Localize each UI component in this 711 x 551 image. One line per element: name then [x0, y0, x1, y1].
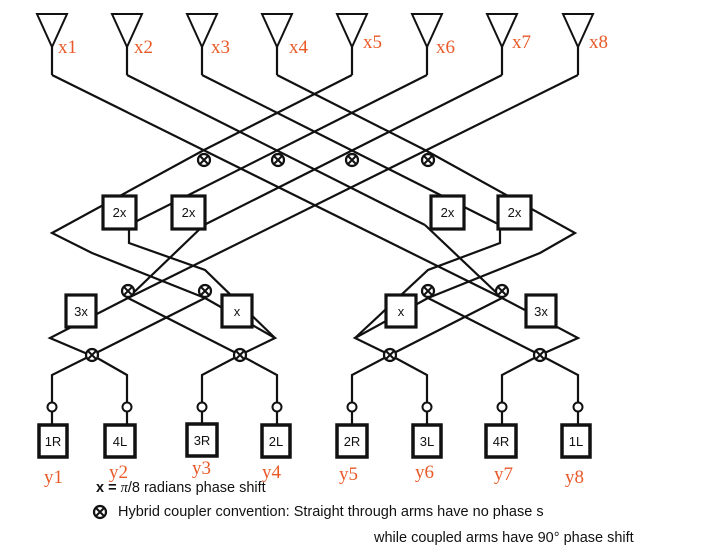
- phase-shifter-box: 2x: [429, 194, 466, 231]
- port-terminal-icon: [196, 401, 208, 413]
- hybrid-coupler-icon: [232, 347, 248, 363]
- legend-phase-suffix: /8 radians phase shift: [127, 480, 266, 496]
- antenna-icon: [35, 13, 69, 50]
- phase-shifter-label: 2x: [441, 205, 455, 220]
- coupled-arms-text: while coupled arms have 90° phase shift: [374, 530, 634, 546]
- legend-phase-symbol: π: [120, 480, 128, 496]
- hybrid-coupler-icon: [344, 152, 360, 168]
- beam-port-label: 1R: [45, 434, 62, 449]
- beam-port-box: 2R: [335, 423, 369, 459]
- beam-port-label: 4R: [493, 434, 510, 449]
- port-terminal-icon: [421, 401, 433, 413]
- beam-port-box: 1R: [37, 423, 69, 459]
- port-terminals: [46, 401, 584, 413]
- hybrid-coupler-icon: [420, 152, 436, 168]
- phase-shifter-label: x: [398, 304, 405, 319]
- phase-shifter-label: 2x: [113, 205, 127, 220]
- beam-port-label: 3L: [420, 434, 434, 449]
- port-terminal-icon: [271, 401, 283, 413]
- antenna-icon: [110, 13, 144, 50]
- output-label: y5: [339, 464, 358, 485]
- antennas: [35, 13, 595, 50]
- antenna-label: x8: [589, 32, 608, 53]
- antenna-label: x3: [211, 37, 230, 58]
- antenna-label: x7: [512, 32, 531, 53]
- phase-shifter-box: 2x: [496, 194, 533, 231]
- beam-port-label: 3R: [194, 433, 211, 448]
- output-label: y6: [415, 462, 434, 483]
- hybrid-couplers: [84, 152, 548, 363]
- phase-shifter-box: 2x: [101, 194, 138, 231]
- beam-port-label: 2R: [344, 434, 361, 449]
- output-label: y4: [262, 462, 282, 483]
- beam-port-box: 1L: [560, 423, 592, 459]
- antenna-labels: x1 x2 x3 x4 x5 x6 x7 x8: [58, 32, 608, 58]
- hybrid-coupler-legend-icon: [92, 504, 108, 520]
- antenna-icon: [410, 13, 444, 50]
- output-label: y8: [565, 467, 584, 488]
- phase-shifter-box: 3x: [64, 293, 98, 329]
- antenna-icon: [485, 13, 519, 50]
- hybrid-coupler-icon: [382, 347, 398, 363]
- hybrid-coupler-icon: [420, 283, 436, 299]
- output-label: y3: [192, 458, 211, 479]
- hybrid-coupler-icon: [270, 152, 286, 168]
- beam-port-box: 3L: [411, 423, 443, 459]
- antenna-icon: [561, 13, 595, 50]
- hybrid-coupler-icon: [120, 283, 136, 299]
- antenna-label: x1: [58, 37, 77, 58]
- output-label: y2: [109, 462, 128, 483]
- legend-phase-prefix: x =: [96, 480, 121, 496]
- phase-shifter-box: 3x: [524, 293, 558, 329]
- phase-shifter-label: 2x: [182, 205, 196, 220]
- beam-port-box: 3R: [185, 422, 219, 458]
- beam-port-label: 2L: [269, 434, 283, 449]
- output-label: y7: [494, 464, 513, 485]
- phase-shifter-box: x: [220, 293, 254, 329]
- hybrid-coupler-icon: [494, 283, 510, 299]
- beam-port-box: 4L: [103, 423, 137, 459]
- antenna-label: x4: [289, 37, 309, 58]
- port-terminal-icon: [346, 401, 358, 413]
- hybrid-coupler-icon: [84, 347, 100, 363]
- phase-legend: x = π/8 radians phase shift: [96, 480, 266, 497]
- beam-port-box: 4R: [484, 423, 518, 459]
- hybrid-coupler-icon: [532, 347, 548, 363]
- phase-shifter-label: 2x: [508, 205, 522, 220]
- antenna-label: x5: [363, 32, 382, 53]
- antenna-icon: [335, 13, 369, 50]
- phase-shifter-box: 2x: [170, 194, 207, 231]
- beam-ports: 1R 4L 3R 2L 2R 3L 4R 1L: [37, 422, 592, 459]
- wiring: [47, 47, 581, 425]
- antenna-label: x2: [134, 37, 153, 58]
- phase-shifter-label: 3x: [74, 304, 88, 319]
- phase-shifter-label: 3x: [534, 304, 548, 319]
- beam-port-label: 4L: [113, 434, 127, 449]
- port-terminal-icon: [496, 401, 508, 413]
- phase-shifter-box: x: [384, 293, 418, 329]
- beam-port-box: 2L: [260, 423, 292, 459]
- antenna-icon: [260, 13, 294, 50]
- output-labels: y1 y2 y3 y4 y5 y6 y7 y8: [44, 458, 584, 488]
- hybrid-coupler-icon: [196, 152, 212, 168]
- antenna-icon: [185, 13, 219, 50]
- phase-shifter-label: x: [234, 304, 241, 319]
- output-label: y1: [44, 467, 63, 488]
- port-terminal-icon: [46, 401, 58, 413]
- port-terminal-icon: [121, 401, 133, 413]
- hybrid-coupler-icon: [197, 283, 213, 299]
- phase-shifters: 2x 2x 2x 2x 3x x x 3x: [64, 194, 558, 329]
- beam-port-label: 1L: [569, 434, 583, 449]
- coupler-legend-text: Hybrid coupler convention: Straight thro…: [118, 504, 544, 520]
- port-terminal-icon: [572, 401, 584, 413]
- antenna-label: x6: [436, 37, 455, 58]
